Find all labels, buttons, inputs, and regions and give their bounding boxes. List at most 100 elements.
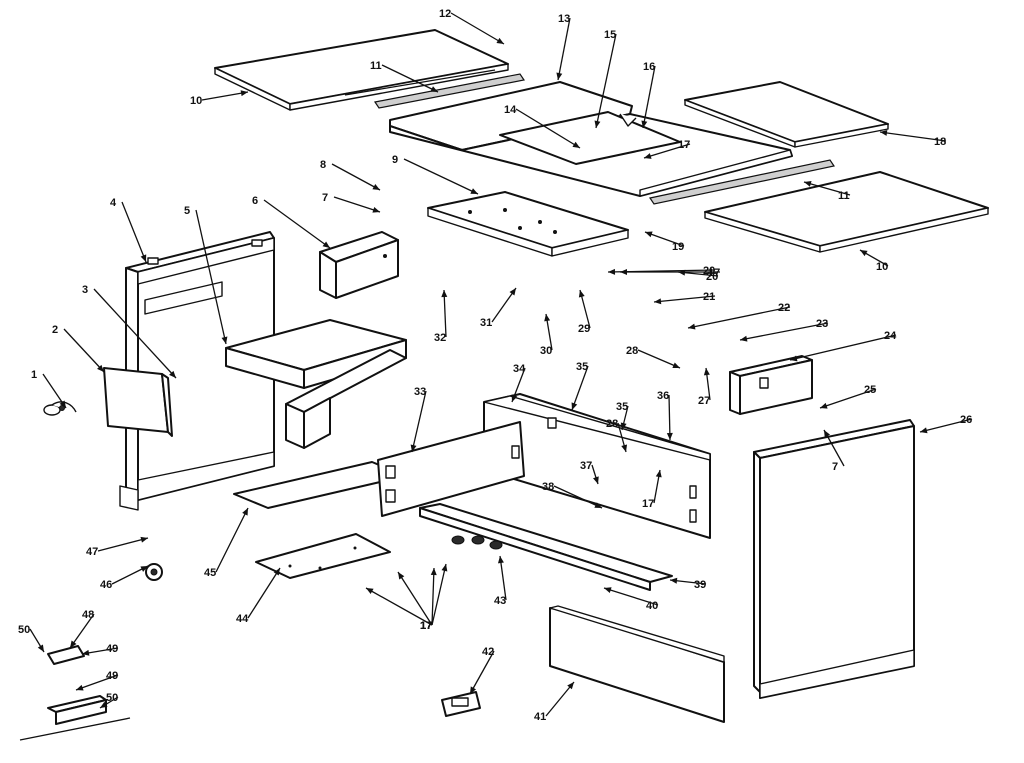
leader-line-18 xyxy=(879,131,947,142)
leader-line-43 xyxy=(499,555,507,601)
leader-arrow-45 xyxy=(242,508,248,516)
leader-arrow-19 xyxy=(645,231,653,238)
leader-arrow-23 xyxy=(740,335,748,342)
callout-label: 9 xyxy=(392,154,398,166)
leader-line-23 xyxy=(739,322,829,341)
callout-label: 40 xyxy=(646,600,658,612)
callout-label: 18 xyxy=(934,136,946,148)
part-top-frame xyxy=(389,81,793,197)
leader-line-32 xyxy=(443,289,447,338)
callout-label: 28 xyxy=(606,418,618,430)
leader-line-17 xyxy=(365,587,433,626)
part-mounting-plate xyxy=(427,191,629,257)
part-base-rail xyxy=(419,503,673,591)
leader-line-17 xyxy=(397,571,433,626)
leader-arrow-1 xyxy=(59,400,66,408)
leader-arrow-28 xyxy=(621,444,628,452)
callout-label: 11 xyxy=(838,190,850,202)
leader-line-4 xyxy=(121,201,147,263)
leader-arrow-22 xyxy=(688,323,696,330)
callout-label: 36 xyxy=(657,390,669,402)
part-rail-right xyxy=(649,159,835,205)
leader-arrow-9 xyxy=(470,188,478,194)
callout-label: 37 xyxy=(580,460,592,472)
leader-line-6 xyxy=(263,199,331,249)
callout-label: 17 xyxy=(642,498,654,510)
leader-line-14 xyxy=(515,108,581,149)
leader-line-49 xyxy=(75,674,119,691)
leader-arrow-17 xyxy=(430,568,437,576)
callout-label: 47 xyxy=(86,546,98,558)
callout-label: 17 xyxy=(678,139,690,151)
callout-label: 12 xyxy=(439,8,451,20)
leader-line-36 xyxy=(668,394,671,441)
callout-label: 19 xyxy=(672,241,684,253)
part-top-panel-right-rear xyxy=(684,81,889,148)
callout-label: 35 xyxy=(616,401,628,413)
leader-arrow-46 xyxy=(140,566,148,572)
leader-line-12 xyxy=(450,12,505,45)
callout-label: 46 xyxy=(100,579,112,591)
leader-arrow-25 xyxy=(820,402,828,409)
leader-line-17 xyxy=(431,567,435,626)
leader-line-2 xyxy=(63,328,105,373)
leader-arrow-3 xyxy=(169,370,176,378)
part-rail-left xyxy=(374,73,525,109)
callout-label: 17 xyxy=(420,620,432,632)
leader-line-35 xyxy=(571,365,589,411)
leader-arrow-12 xyxy=(496,37,504,44)
leader-arrow-49 xyxy=(82,649,90,656)
leader-arrow-49 xyxy=(76,684,84,691)
callout-label: 49 xyxy=(106,643,118,655)
callout-label: 10 xyxy=(876,261,888,273)
leader-line-7 xyxy=(333,196,381,213)
leader-line-25 xyxy=(819,388,877,409)
callout-label: 1 xyxy=(31,369,37,381)
part-right-side-panel xyxy=(753,419,915,699)
callout-label: 28 xyxy=(626,345,638,357)
part-front-board xyxy=(377,421,525,517)
part-drawer-front xyxy=(549,605,725,723)
leader-line-16 xyxy=(642,65,656,129)
leader-line-9 xyxy=(403,158,479,195)
leader-line-24 xyxy=(789,334,897,361)
leader-arrow-38 xyxy=(594,502,602,508)
leader-arrow-10 xyxy=(860,250,868,257)
leader-line-22 xyxy=(687,306,791,329)
callout-label: 21 xyxy=(703,291,715,303)
callout-label: 17 xyxy=(708,267,720,279)
leader-arrow-17 xyxy=(441,564,448,572)
part-top-panel-left xyxy=(214,29,509,111)
part-caster xyxy=(145,563,163,581)
leader-arrow-17 xyxy=(620,269,627,275)
leader-arrow-14 xyxy=(572,141,580,148)
part-end-panel xyxy=(103,367,173,437)
leader-arrow-28 xyxy=(672,362,680,368)
leader-arrow-17 xyxy=(366,588,374,595)
leader-line-33 xyxy=(411,390,427,453)
callout-label: 48 xyxy=(82,609,94,621)
leader-arrow-17 xyxy=(398,572,405,580)
leader-line-21 xyxy=(653,295,716,303)
leader-arrow-44 xyxy=(273,568,280,576)
callout-label: 39 xyxy=(694,579,706,591)
leader-line-10 xyxy=(201,91,249,101)
callout-label: 16 xyxy=(643,61,655,73)
leader-arrow-26 xyxy=(920,427,928,434)
leader-line-47 xyxy=(97,537,149,552)
leader-arrow-18 xyxy=(880,129,888,136)
leader-arrow-7 xyxy=(824,430,831,438)
callout-label: 45 xyxy=(204,567,216,579)
leader-arrow-16 xyxy=(641,120,648,128)
leader-arrow-35 xyxy=(571,402,578,410)
leader-line-17 xyxy=(643,143,691,159)
leader-arrow-43 xyxy=(497,556,504,564)
part-feet-cluster xyxy=(451,535,503,550)
leader-arrow-35 xyxy=(620,422,627,430)
leader-arrow-40 xyxy=(604,587,612,593)
callout-label: 33 xyxy=(414,386,426,398)
leader-arrow-20 xyxy=(678,269,686,276)
callout-label: 49 xyxy=(106,670,118,682)
part-caster-bracket xyxy=(47,645,85,665)
callout-label: 25 xyxy=(864,384,876,396)
